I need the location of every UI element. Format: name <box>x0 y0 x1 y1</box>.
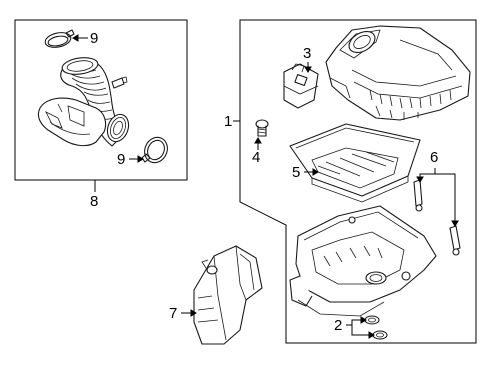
callout-7: 7 <box>169 305 177 322</box>
callout-6: 6 <box>430 149 438 166</box>
arrow-9-bottom <box>137 155 144 163</box>
sensor-screw <box>255 119 269 137</box>
leader-2-upper <box>346 319 364 326</box>
arrow-4 <box>254 137 262 144</box>
outlet-duct-frame <box>14 19 188 181</box>
callout-3: 3 <box>303 45 311 62</box>
inlet-duct <box>193 245 263 345</box>
hose-clip-left <box>413 179 423 212</box>
mass-airflow-sensor <box>283 63 319 109</box>
hose-clamp-bottom <box>141 136 168 164</box>
grommet-lower <box>372 330 388 340</box>
hose-clip-right <box>449 225 461 256</box>
callout-9-bottom: 9 <box>117 151 125 168</box>
arrow-6-left <box>416 176 424 183</box>
callout-2: 2 <box>334 317 342 334</box>
callout-5: 5 <box>292 164 300 181</box>
arrow-6-right <box>451 220 459 227</box>
outlet-duct-end <box>106 113 130 143</box>
leader-2-lower <box>351 325 372 336</box>
arrow-9-top <box>72 34 79 42</box>
leader-6-right <box>435 173 456 224</box>
air-cleaner-frame <box>239 19 477 344</box>
arrow-7 <box>190 309 197 317</box>
callout-9-top: 9 <box>90 30 98 47</box>
callout-4: 4 <box>252 149 260 166</box>
callout-8: 8 <box>90 193 98 210</box>
hose-clamp-top <box>44 29 75 48</box>
arrow-3 <box>304 66 312 73</box>
outlet-duct-resonator <box>37 97 107 147</box>
callout-1: 1 <box>224 113 232 130</box>
air-cleaner-lower-housing <box>289 205 437 317</box>
arrow-2-upper <box>360 316 367 324</box>
grommet-upper <box>364 315 380 325</box>
arrow-5 <box>312 168 319 176</box>
air-cleaner-lid <box>325 25 471 121</box>
air-filter-element <box>289 123 421 203</box>
arrow-2-lower <box>368 331 375 339</box>
